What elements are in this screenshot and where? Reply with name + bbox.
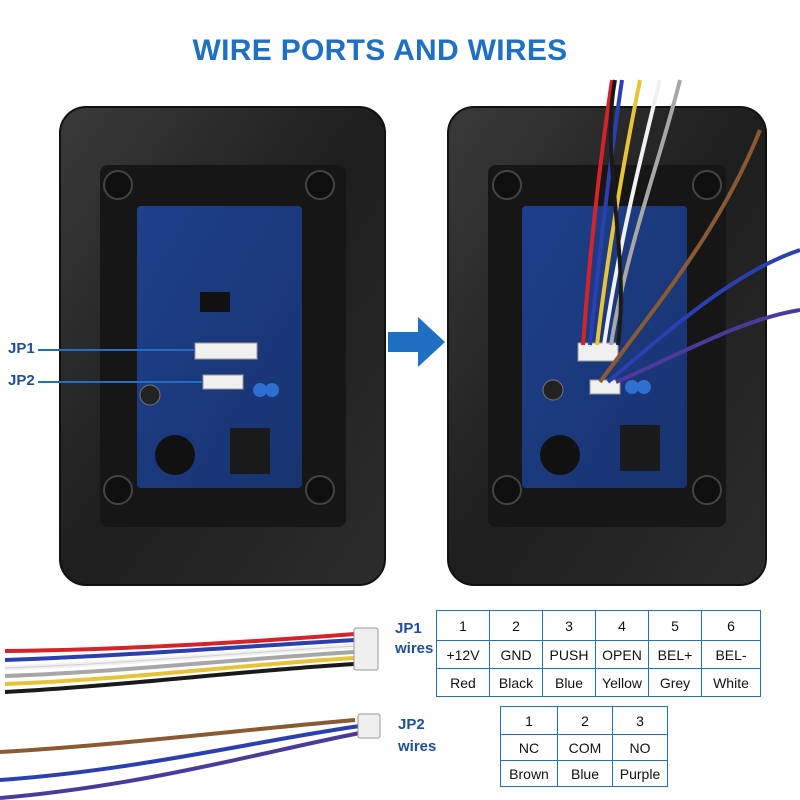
wire-color: Brown [500,760,558,787]
capacitor [139,384,161,406]
screw-hole-icon [692,475,722,505]
wire-color: Black [489,668,543,697]
wire-color: White [701,668,761,697]
table-row: 1 2 3 [500,706,668,735]
pin-signal: COM [557,734,613,761]
screw-hole-icon [492,170,522,200]
right-arrow-icon [388,317,445,367]
table-row: Red Black Blue Yellow Grey White [436,668,761,697]
jp1-wire-table: 1 2 3 4 5 6 +12V GND PUSH OPEN BEL+ BEL-… [436,610,761,697]
relay [230,428,270,474]
screw-hole-icon [305,170,335,200]
jp1-connector [194,342,258,360]
jp1-label: JP1 [8,340,35,357]
pin-number: 2 [489,610,543,641]
table-row: Brown Blue Purple [500,760,668,787]
capacitor [265,383,279,397]
jp1-wires-label: JP1 [395,620,422,637]
table-row: 1 2 3 4 5 6 [436,610,761,641]
wire-color: Blue [557,760,613,787]
screw-hole-icon [103,170,133,200]
wire-color: Blue [542,668,596,697]
wire-color: Red [436,668,490,697]
capacitor [542,379,564,401]
jp2-wire-harness [0,713,381,800]
pin-number: 3 [542,610,596,641]
ic-chip [200,292,230,312]
jp1-wires-sublabel: wires [395,640,434,657]
jp2-wires-label: JP2 [398,716,425,733]
table-row: +12V GND PUSH OPEN BEL+ BEL- [436,640,761,669]
screw-hole-icon [492,475,522,505]
pin-signal: +12V [436,640,490,669]
pin-signal: BEL- [701,640,761,669]
pin-number: 1 [436,610,490,641]
pin-number: 4 [595,610,649,641]
wire-color: Yellow [595,668,649,697]
jp2-wire-table: 1 2 3 NC COM NO Brown Blue Purple [500,706,668,787]
screw-hole-icon [305,475,335,505]
buzzer [155,435,195,475]
page-title: WIRE PORTS AND WIRES [192,34,568,67]
pin-number: 5 [648,610,702,641]
jp1-plug [577,342,619,362]
jp2-plug [589,379,621,395]
right-device [447,79,800,586]
wire-color: Grey [648,668,702,697]
buzzer [540,435,580,475]
left-device [59,106,386,586]
pin-number: 3 [612,706,668,735]
pin-number: 6 [701,610,761,641]
pin-signal: NC [500,734,558,761]
jp2-wires-sublabel: wires [398,738,437,755]
capacitor [253,383,267,397]
jp2-connector-plug [357,713,381,739]
pin-signal: PUSH [542,640,596,669]
capacitor [625,380,639,394]
screw-hole-icon [103,475,133,505]
pin-signal: OPEN [595,640,649,669]
pin-number: 2 [557,706,613,735]
relay [620,425,660,471]
jp2-connector [202,374,244,390]
jp1-wire-harness [4,627,379,694]
jp1-connector-plug [353,627,379,671]
jp2-label: JP2 [8,372,35,389]
pin-number: 1 [500,706,558,735]
screw-hole-icon [692,170,722,200]
table-row: NC COM NO [500,734,668,761]
capacitor [637,380,651,394]
pin-signal: NO [612,734,668,761]
pin-signal: GND [489,640,543,669]
pin-signal: BEL+ [648,640,702,669]
wire-color: Purple [612,760,668,787]
